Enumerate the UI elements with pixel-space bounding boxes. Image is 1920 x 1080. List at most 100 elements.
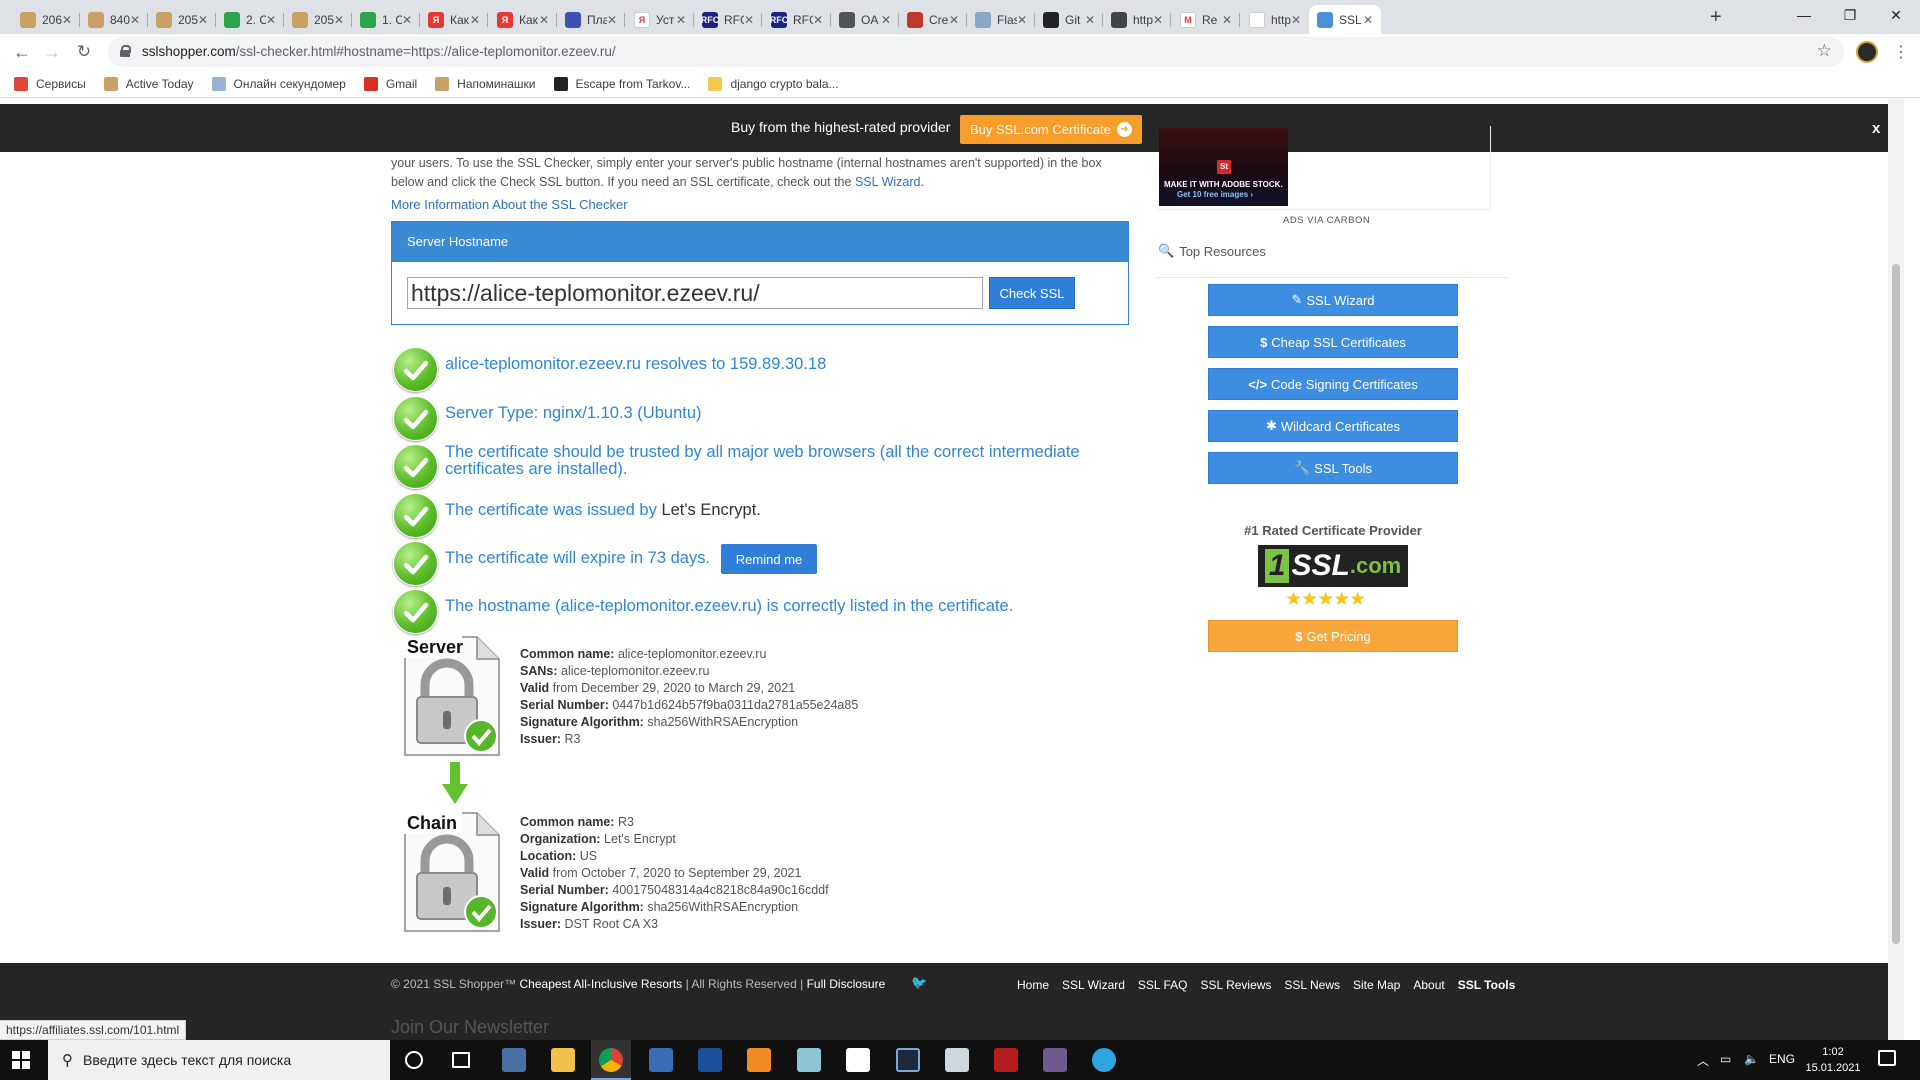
back-button[interactable]: ← xyxy=(13,41,31,62)
footer-link[interactable]: SSL Reviews xyxy=(1200,978,1272,992)
twitter-icon[interactable]: 🐦 xyxy=(911,975,928,990)
tab-close-icon[interactable]: ✕ xyxy=(197,12,208,27)
ssl-wizard-button[interactable]: ✎SSL Wizard xyxy=(1208,284,1458,316)
footer-link[interactable]: SSL News xyxy=(1284,978,1340,992)
tab-close-icon[interactable]: ✕ xyxy=(1084,12,1095,27)
footer-link[interactable]: SSL Wizard xyxy=(1062,978,1125,992)
browser-tab[interactable]: Flas✕ xyxy=(967,5,1035,34)
tab-close-icon[interactable]: ✕ xyxy=(333,12,344,27)
bookmark-item[interactable]: django crypto bala... xyxy=(708,76,839,91)
tab-close-icon[interactable]: ✕ xyxy=(469,12,480,27)
chrome-icon[interactable] xyxy=(599,1048,623,1072)
bookmark-item[interactable]: Escape from Tarkov... xyxy=(553,76,690,91)
app-icon[interactable] xyxy=(797,1048,821,1072)
menu-icon[interactable]: ⋮ xyxy=(1893,44,1909,61)
app-icon[interactable] xyxy=(649,1048,673,1072)
bookmark-item[interactable]: Напоминашки xyxy=(435,76,536,91)
app-icon[interactable] xyxy=(994,1048,1018,1072)
app-icon[interactable] xyxy=(698,1048,722,1072)
promo-close-button[interactable]: x xyxy=(1872,120,1881,137)
tray-chevron-icon[interactable]: ︿ xyxy=(1697,1054,1710,1068)
bookmark-item[interactable]: Gmail xyxy=(363,76,417,91)
footer-link[interactable]: Home xyxy=(1017,978,1050,992)
bookmark-star-icon[interactable]: ☆ xyxy=(1816,41,1832,60)
full-disclosure-link[interactable]: Full Disclosure xyxy=(806,977,886,991)
browser-tab[interactable]: RFCRFC✕ xyxy=(694,5,762,34)
app-icon[interactable] xyxy=(502,1048,526,1072)
forward-button[interactable]: → xyxy=(43,41,61,62)
app-icon[interactable] xyxy=(846,1048,870,1072)
footer-link[interactable]: Site Map xyxy=(1353,978,1401,992)
tab-close-icon[interactable]: ✕ xyxy=(1152,12,1163,27)
browser-tab[interactable]: 2. C✕ xyxy=(216,5,284,34)
virtualbox-icon[interactable] xyxy=(896,1048,920,1072)
cheap-ssl-button[interactable]: $Cheap SSL Certificates xyxy=(1208,326,1458,358)
language-indicator[interactable]: ENG xyxy=(1769,1052,1796,1066)
tab-close-icon[interactable]: ✕ xyxy=(1362,12,1373,27)
browser-tab[interactable]: Пла✕ xyxy=(557,5,625,34)
notification-icon[interactable] xyxy=(1878,1050,1896,1066)
browser-tab[interactable]: Git✕ xyxy=(1035,5,1103,34)
browser-tab[interactable]: http✕ xyxy=(1241,5,1309,34)
tab-close-icon[interactable]: ✕ xyxy=(265,12,276,27)
minimize-button[interactable]: — xyxy=(1797,7,1811,23)
app-icon[interactable] xyxy=(945,1048,969,1072)
tab-close-icon[interactable]: ✕ xyxy=(880,12,891,27)
more-info-link[interactable]: More Information About the SSL Checker xyxy=(391,197,628,212)
remind-me-button[interactable]: Remind me xyxy=(721,544,818,574)
cheapest-resorts-link[interactable]: Cheapest All-Inclusive Resorts xyxy=(519,977,683,991)
ssl-wizard-link[interactable]: SSL Wizard xyxy=(854,175,921,189)
browser-tab[interactable]: SSL✕ xyxy=(1309,5,1381,34)
browser-tab[interactable]: Cre✕ xyxy=(899,5,967,34)
network-icon[interactable]: ▭ xyxy=(1720,1052,1732,1066)
tab-close-icon[interactable]: ✕ xyxy=(812,12,823,27)
browser-tab[interactable]: 1. C✕ xyxy=(352,5,420,34)
reload-button[interactable]: ↻ xyxy=(76,42,92,61)
windows-start-icon[interactable] xyxy=(12,1051,30,1069)
scrollbar[interactable] xyxy=(1888,98,1904,1040)
browser-tab[interactable]: 205✕ xyxy=(284,5,352,34)
tab-close-icon[interactable]: ✕ xyxy=(401,12,412,27)
tab-close-icon[interactable]: ✕ xyxy=(129,12,140,27)
bookmark-item[interactable]: Сервисы xyxy=(14,76,86,91)
browser-tab[interactable]: RFCRFC✕ xyxy=(763,5,831,34)
buy-ssl-button[interactable]: Buy SSL.com Certificate➜ xyxy=(960,115,1142,144)
scrollbar-thumb[interactable] xyxy=(1892,264,1900,944)
footer-link[interactable]: SSL FAQ xyxy=(1137,978,1188,992)
check-ssl-button[interactable]: Check SSL xyxy=(989,277,1075,309)
hostname-input[interactable] xyxy=(407,277,983,309)
browser-tab[interactable]: OA✕ xyxy=(831,5,899,34)
app-icon[interactable] xyxy=(1043,1048,1067,1072)
code-signing-button[interactable]: </>Code Signing Certificates xyxy=(1208,368,1458,400)
browser-tab[interactable]: 205✕ xyxy=(148,5,216,34)
tab-close-icon[interactable]: ✕ xyxy=(675,12,686,27)
footer-link[interactable]: SSL Tools xyxy=(1457,978,1516,992)
tab-close-icon[interactable]: ✕ xyxy=(61,12,72,27)
ssl-tools-button[interactable]: 🔧SSL Tools xyxy=(1208,452,1458,484)
telegram-icon[interactable] xyxy=(1092,1048,1116,1072)
footer-link[interactable]: About xyxy=(1413,978,1445,992)
profile-avatar[interactable] xyxy=(1856,41,1878,63)
tab-close-icon[interactable]: ✕ xyxy=(1221,12,1232,27)
maximize-button[interactable]: ❐ xyxy=(1843,6,1857,23)
bookmark-item[interactable]: Active Today xyxy=(103,76,194,91)
new-tab-button[interactable]: + xyxy=(1710,6,1722,28)
ads-via-carbon[interactable]: ADS VIA CARBON xyxy=(1283,215,1371,226)
task-view-icon[interactable] xyxy=(452,1052,470,1068)
tab-close-icon[interactable]: ✕ xyxy=(743,12,754,27)
volume-icon[interactable]: 🔈 xyxy=(1744,1052,1759,1066)
carbon-ad-image[interactable]: St MAKE IT WITH ADOBE STOCK. Get 10 free… xyxy=(1159,128,1288,206)
close-window-button[interactable]: ✕ xyxy=(1890,6,1902,23)
address-bar[interactable]: sslshopper.com/ssl-checker.html#hostname… xyxy=(108,37,1844,67)
taskbar-search[interactable]: ⚲Введите здесь текст для поиска xyxy=(48,1040,390,1080)
wildcard-button[interactable]: ✱Wildcard Certificates xyxy=(1208,410,1458,442)
tab-close-icon[interactable]: ✕ xyxy=(948,12,959,27)
tab-close-icon[interactable]: ✕ xyxy=(1290,12,1301,27)
browser-tab[interactable]: 206✕ xyxy=(12,5,80,34)
tab-close-icon[interactable]: ✕ xyxy=(1016,12,1027,27)
